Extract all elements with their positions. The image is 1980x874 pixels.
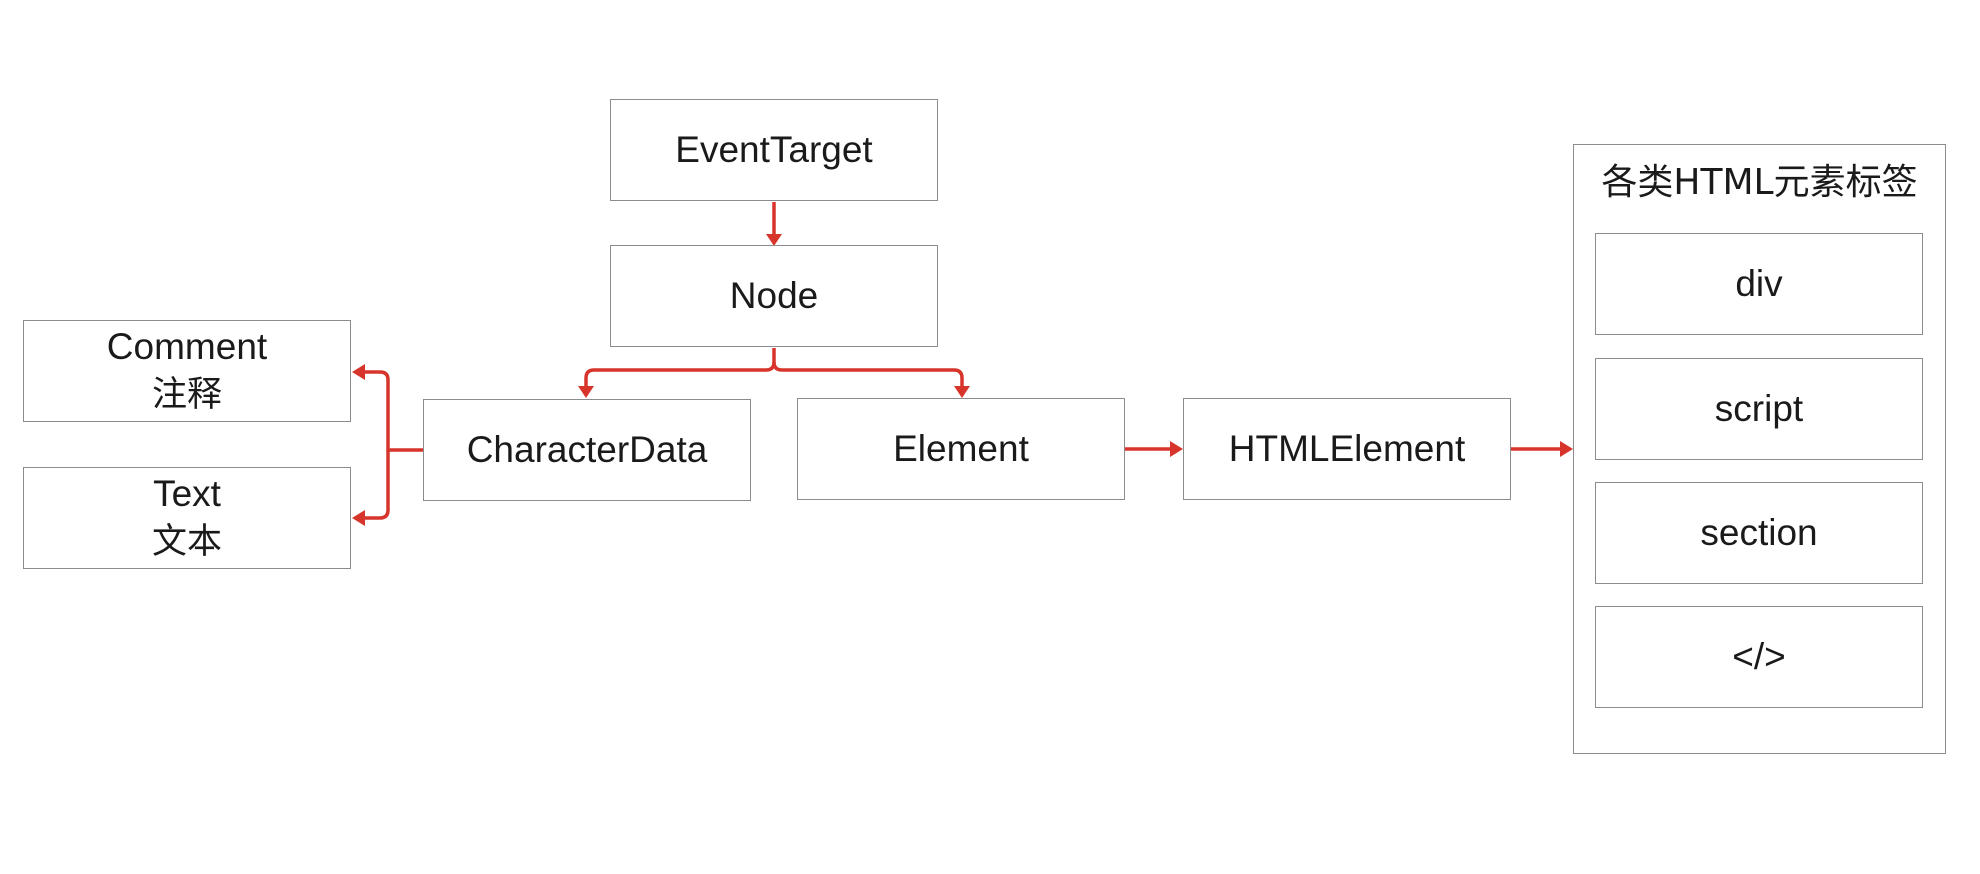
node-node-label: Node — [729, 275, 819, 317]
node-characterdata-label: CharacterData — [466, 429, 708, 471]
edge-eventtarget-to-node — [766, 202, 782, 246]
node-htmlelement-label: HTMLElement — [1228, 428, 1466, 470]
tag-item-label: div — [1735, 263, 1783, 305]
tag-item-label: </> — [1732, 636, 1786, 678]
node-node: Node — [610, 245, 938, 347]
tag-item: section — [1595, 482, 1923, 584]
node-characterdata: CharacterData — [423, 399, 751, 501]
node-eventtarget-label: EventTarget — [675, 129, 873, 171]
tag-item-label: section — [1700, 512, 1818, 554]
edge-node-to-element — [772, 361, 970, 398]
edge-characterdata-to-text — [352, 450, 390, 526]
edge-node-to-characterdata — [578, 348, 776, 398]
tag-item-label: script — [1714, 388, 1804, 430]
node-text-sublabel: 文本 — [151, 522, 222, 563]
node-text: Text 文本 — [23, 467, 351, 569]
node-comment-label: Comment — [106, 326, 268, 368]
node-element: Element — [797, 398, 1125, 500]
html-tags-group: 各类HTML元素标签 div script section </> — [1573, 144, 1946, 754]
node-eventtarget: EventTarget — [610, 99, 938, 201]
tag-item: </> — [1595, 606, 1923, 708]
html-tags-group-title: 各类HTML元素标签 — [1601, 162, 1918, 203]
node-htmlelement: HTMLElement — [1183, 398, 1511, 500]
tag-item: script — [1595, 358, 1923, 460]
node-text-label: Text — [153, 473, 221, 515]
node-comment: Comment 注释 — [23, 320, 351, 422]
edge-element-to-htmlelement — [1125, 441, 1183, 457]
node-comment-sublabel: 注释 — [151, 375, 222, 416]
edge-characterdata-to-comment — [352, 364, 423, 452]
node-element-label: Element — [893, 428, 1029, 470]
tag-item: div — [1595, 233, 1923, 335]
edge-htmlelement-to-group — [1511, 441, 1573, 457]
